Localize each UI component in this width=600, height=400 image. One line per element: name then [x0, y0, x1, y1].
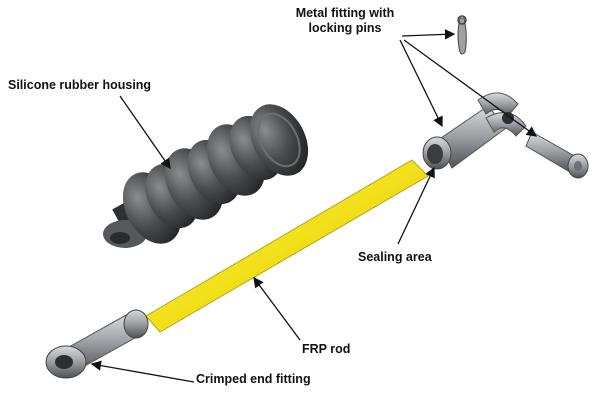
metal-fitting-label: Metal fitting with locking pins: [280, 6, 410, 36]
sealing-area-label: Sealing area: [358, 250, 432, 264]
metal-fitting-icon: [422, 92, 527, 170]
metal-fitting-label-line2: locking pins: [308, 21, 382, 35]
frp-rod-label: FRP rod: [302, 342, 351, 356]
metal-fitting-label-line1: Metal fitting with: [295, 6, 395, 20]
silicone-housing-label: Silicone rubber housing: [8, 78, 152, 92]
arrow-sealing: [397, 166, 435, 245]
arrow-fitting-clip: [401, 29, 456, 40]
annotation-arrows: [90, 29, 538, 383]
arrow-fitting-body: [399, 39, 443, 128]
crimped-fitting-icon: [45, 309, 149, 379]
arrow-frp: [253, 276, 301, 341]
arrow-fitting-pin: [403, 39, 538, 137]
locking-pin-icon: [525, 131, 589, 179]
crimped-end-fitting-label: Crimped end fitting: [196, 372, 311, 386]
arrow-housing: [119, 95, 171, 170]
silicone-housing-icon: [103, 104, 309, 248]
arrow-crimped: [90, 360, 195, 383]
cotter-clip-icon: [457, 15, 467, 55]
